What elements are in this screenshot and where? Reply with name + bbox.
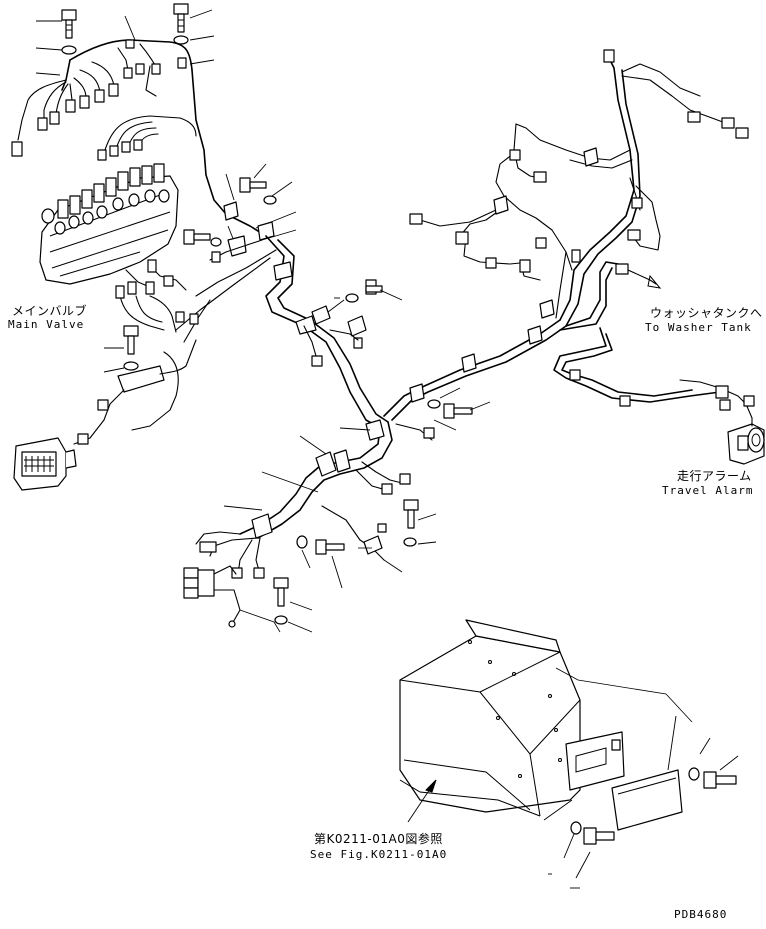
center-left-hardware <box>183 163 297 257</box>
washer-icon <box>345 293 359 303</box>
main-valve-label-jp: メインバルブ <box>12 304 88 318</box>
valve-port-icon <box>41 189 170 235</box>
washer-tank-label-jp: ウォッシャタンクへ <box>650 306 763 320</box>
main-valve <box>39 115 197 285</box>
bolt-icon <box>123 325 139 355</box>
main-trunk <box>115 235 403 431</box>
top-left-hardware <box>35 3 215 76</box>
travel-alarm-icon <box>727 423 765 465</box>
connector-icon <box>115 251 221 325</box>
bolt-icon <box>173 3 189 33</box>
ground-terminal-icon <box>228 620 236 628</box>
bolt-icon <box>703 771 737 789</box>
connector-icon <box>311 337 363 367</box>
washer-icon <box>688 767 700 781</box>
connector-icon <box>423 427 435 439</box>
connector-icon <box>381 473 411 495</box>
bolt-icon <box>583 827 615 845</box>
bolt-icon <box>315 539 345 555</box>
bolt-icon <box>365 279 383 295</box>
washer-icon <box>61 45 77 55</box>
upper-left-harness <box>11 39 267 237</box>
connector-icon <box>11 39 187 157</box>
valve-spool-icon <box>57 163 165 219</box>
connector-icon <box>409 49 749 273</box>
connector-icon <box>77 399 109 445</box>
bolt-icon <box>183 229 211 245</box>
bolt-icon <box>273 577 289 607</box>
washer-icon <box>296 535 308 549</box>
connector-icon <box>377 523 387 533</box>
washer-icon <box>403 537 417 547</box>
center-junction <box>183 319 567 633</box>
cab-cover <box>399 619 739 889</box>
see-figure-label-en: See Fig.K0211-01A0 <box>310 848 448 861</box>
panel-hole-icon <box>468 640 562 778</box>
travel-alarm-label-jp: 走行アラーム <box>677 469 752 483</box>
washer-icon <box>570 821 582 835</box>
washer-icon <box>173 35 189 45</box>
work-lamp-assembly <box>13 325 197 491</box>
work-lamp-icon <box>13 437 77 491</box>
washer-icon <box>123 361 139 371</box>
main-valve-label-en: Main Valve <box>8 318 85 331</box>
washer-icon <box>427 399 441 409</box>
washer-icon <box>210 237 222 247</box>
bolt-icon <box>61 9 77 39</box>
washer-icon <box>274 615 288 625</box>
control-unit-icon <box>611 769 683 831</box>
see-figure-label-jp: 第K0211-01A0図参照 <box>314 832 443 846</box>
washer-tank-label-en: To Washer Tank <box>645 321 752 334</box>
drawing-number: PDB4680 <box>674 908 728 921</box>
connector-icon <box>97 139 143 161</box>
relay-block-icon <box>183 567 215 599</box>
bolt-icon <box>443 403 473 419</box>
bolt-icon <box>239 177 267 193</box>
right-lower-harness <box>553 261 765 465</box>
controller-icon <box>565 731 625 791</box>
washer-icon <box>263 195 277 205</box>
connector-icon <box>199 541 265 579</box>
travel-alarm-label-en: Travel Alarm <box>662 484 754 497</box>
bolt-icon <box>403 499 419 529</box>
connector-icon <box>569 369 755 411</box>
connector-icon <box>615 263 629 275</box>
right-upper-harness <box>409 49 749 327</box>
